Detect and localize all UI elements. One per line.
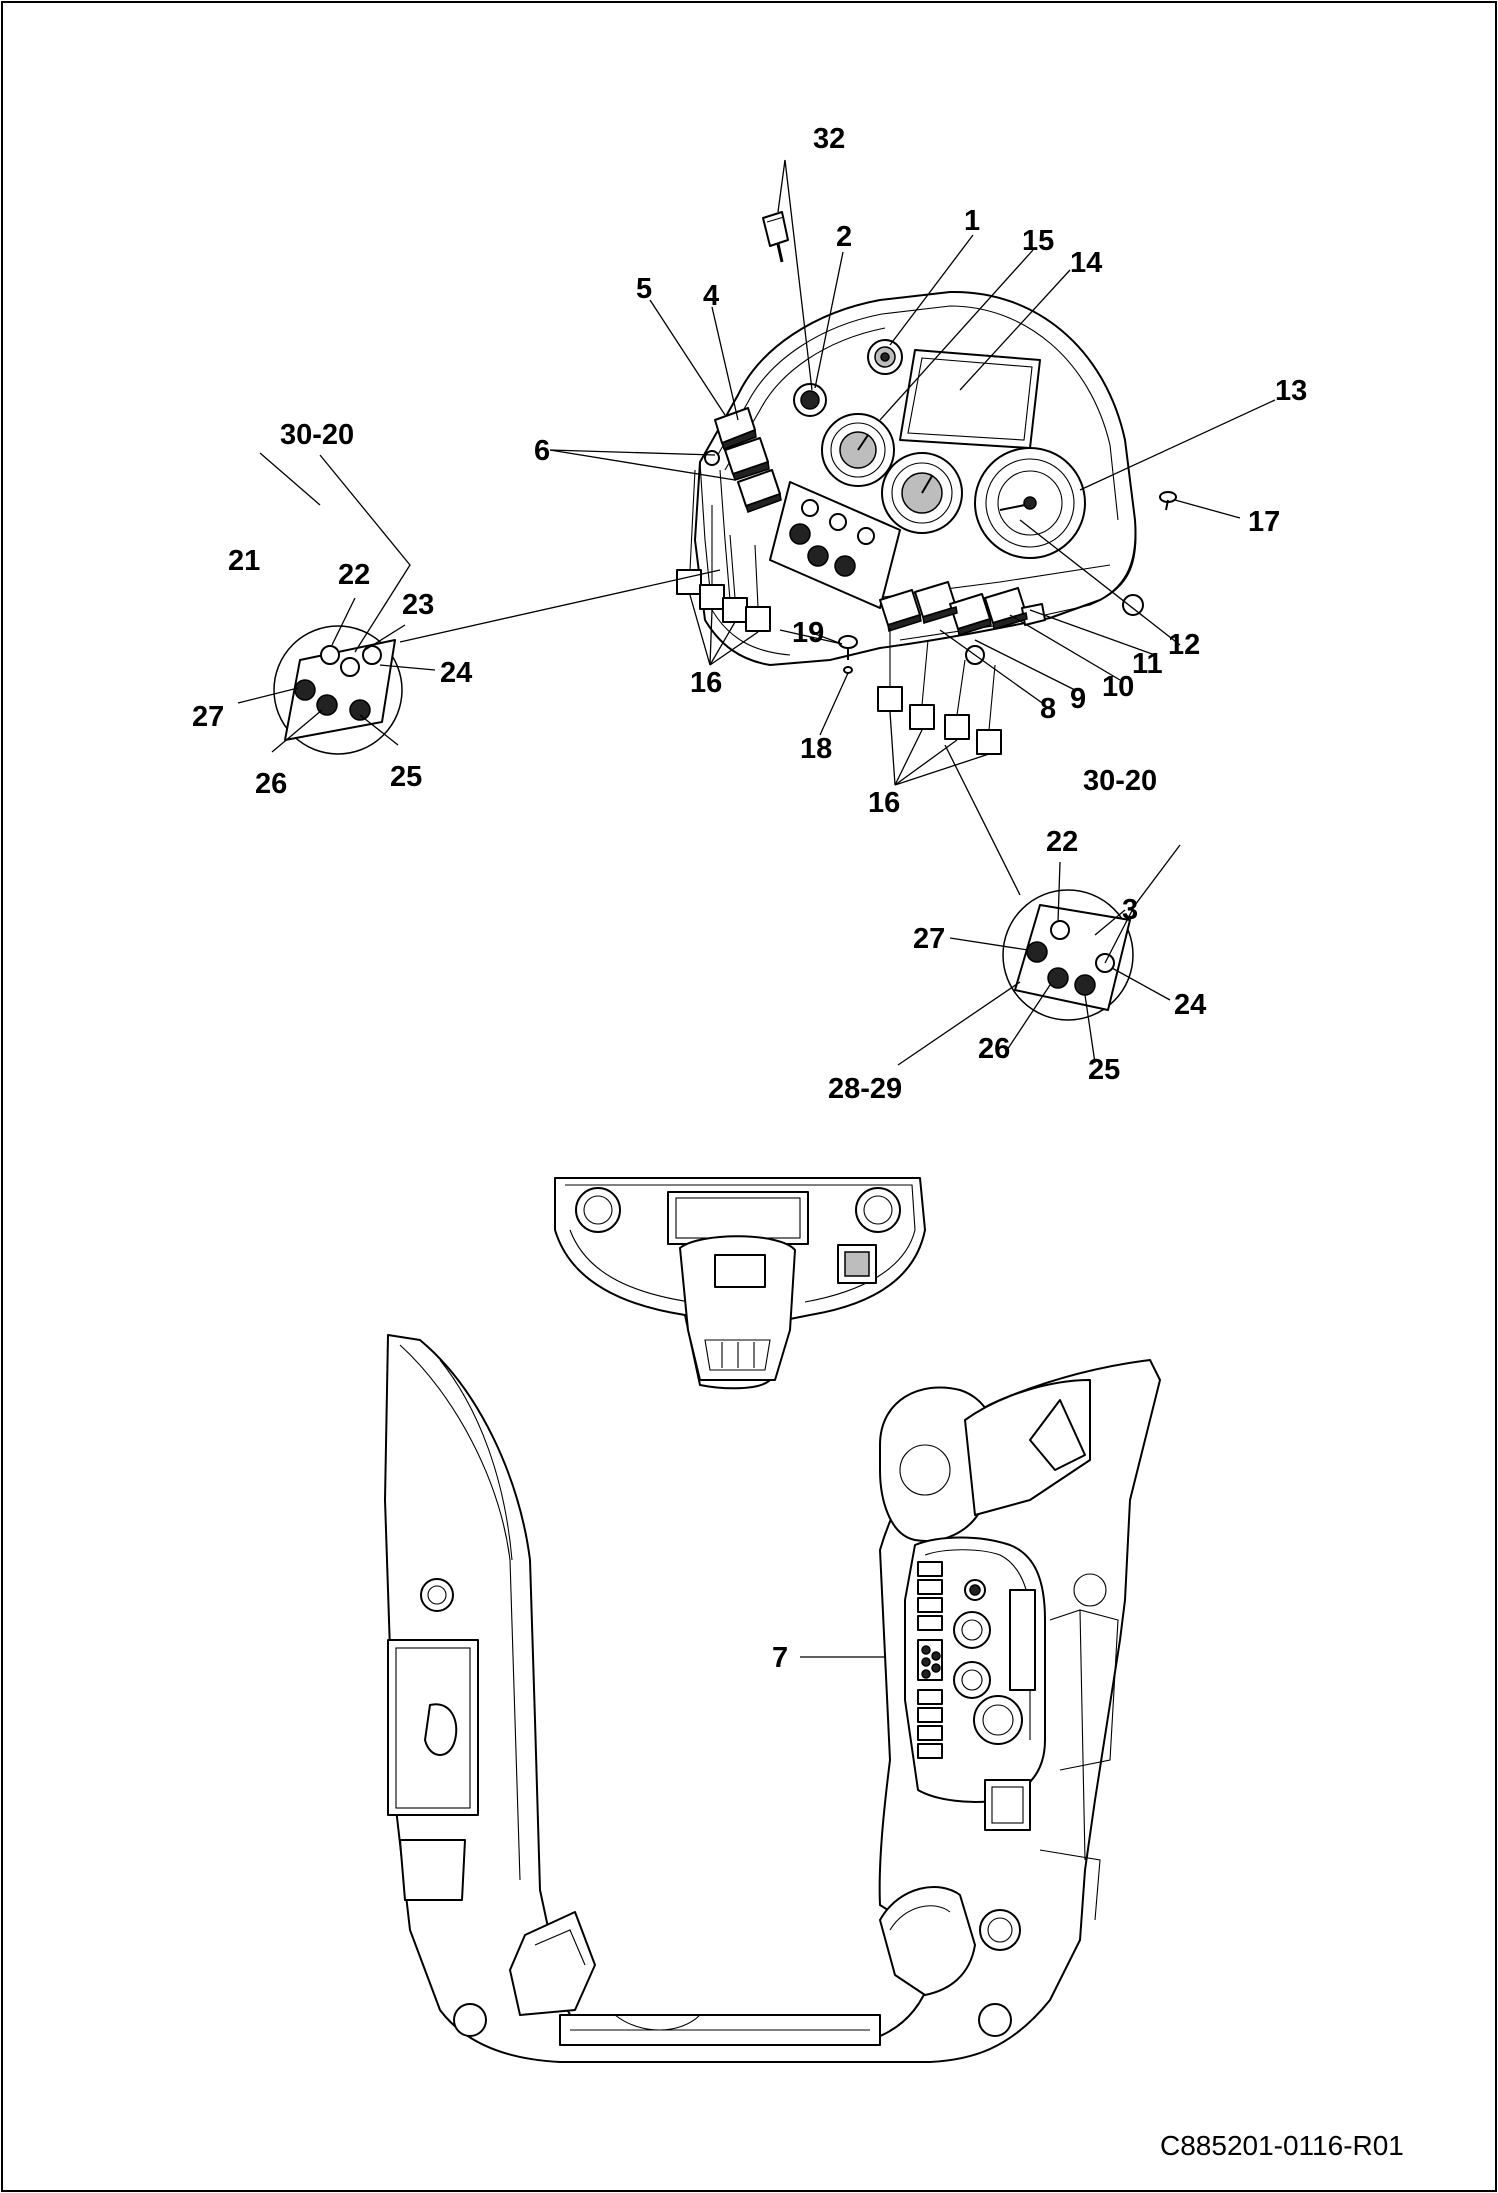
gauge-large xyxy=(974,447,1086,559)
callout-17: 17 xyxy=(1248,506,1280,538)
callout-1: 1 xyxy=(964,205,980,237)
callout-30-20-right: 30-20 xyxy=(1083,765,1157,797)
callout-22-right: 22 xyxy=(1046,826,1078,858)
cab-front-panel xyxy=(554,1177,926,1390)
callout-5: 5 xyxy=(636,273,652,305)
callout-8: 8 xyxy=(1040,693,1056,725)
callout-12: 12 xyxy=(1168,629,1200,661)
callout-23: 23 xyxy=(402,589,434,621)
callout-15: 15 xyxy=(1022,225,1054,257)
callout-18: 18 xyxy=(800,733,832,765)
callout-25-left: 25 xyxy=(390,761,422,793)
rocker-switch-group-left xyxy=(704,407,782,513)
callout-24-left: 24 xyxy=(440,657,472,689)
callout-19: 19 xyxy=(792,617,824,649)
gauge-small-2 xyxy=(881,452,963,534)
callout-16-left: 16 xyxy=(690,667,722,699)
callout-32: 32 xyxy=(813,123,845,155)
callout-4: 4 xyxy=(703,280,719,312)
gauge-small-1 xyxy=(821,413,895,487)
callout-10: 10 xyxy=(1102,671,1134,703)
callout-2: 2 xyxy=(836,221,852,253)
callout-25-right: 25 xyxy=(1088,1054,1120,1086)
callout-28-29: 28-29 xyxy=(828,1073,902,1105)
callout-30-20-left: 30-20 xyxy=(280,419,354,451)
callout-21: 21 xyxy=(228,545,260,577)
drawing-number: C885201-0116-R01 xyxy=(1160,2130,1404,2161)
callout-labels: 32 2 1 15 14 5 4 13 30-20 6 17 21 22 23 … xyxy=(192,123,1307,1674)
callout-13: 13 xyxy=(1275,375,1307,407)
ignition-key xyxy=(762,211,789,263)
callout-27-right: 27 xyxy=(913,923,945,955)
callout-14: 14 xyxy=(1070,247,1102,279)
cab-floor-frame xyxy=(384,1334,1161,2063)
callout-6: 6 xyxy=(534,435,550,467)
callout-16-right: 16 xyxy=(868,787,900,819)
relay-group-right xyxy=(877,628,1002,755)
callout-26-left: 26 xyxy=(255,768,287,800)
callout-26-right: 26 xyxy=(978,1033,1010,1065)
rocker-switch-group-right xyxy=(879,581,1046,665)
callout-27-left: 27 xyxy=(192,701,224,733)
callout-7: 7 xyxy=(772,1642,788,1674)
screw-17 xyxy=(1159,491,1177,511)
detail-view-right xyxy=(1002,889,1134,1021)
callout-3: 3 xyxy=(1122,894,1138,926)
knob-panel-mounted xyxy=(769,481,901,609)
callout-11: 11 xyxy=(1132,648,1163,680)
callout-22-left: 22 xyxy=(338,559,370,591)
leader-lines xyxy=(237,159,1276,1658)
callout-9: 9 xyxy=(1070,683,1086,715)
callout-24-right: 24 xyxy=(1174,989,1206,1021)
dashboard-console xyxy=(694,290,1144,666)
console-switches-column xyxy=(917,1561,943,1759)
relay-group-left xyxy=(676,469,771,632)
